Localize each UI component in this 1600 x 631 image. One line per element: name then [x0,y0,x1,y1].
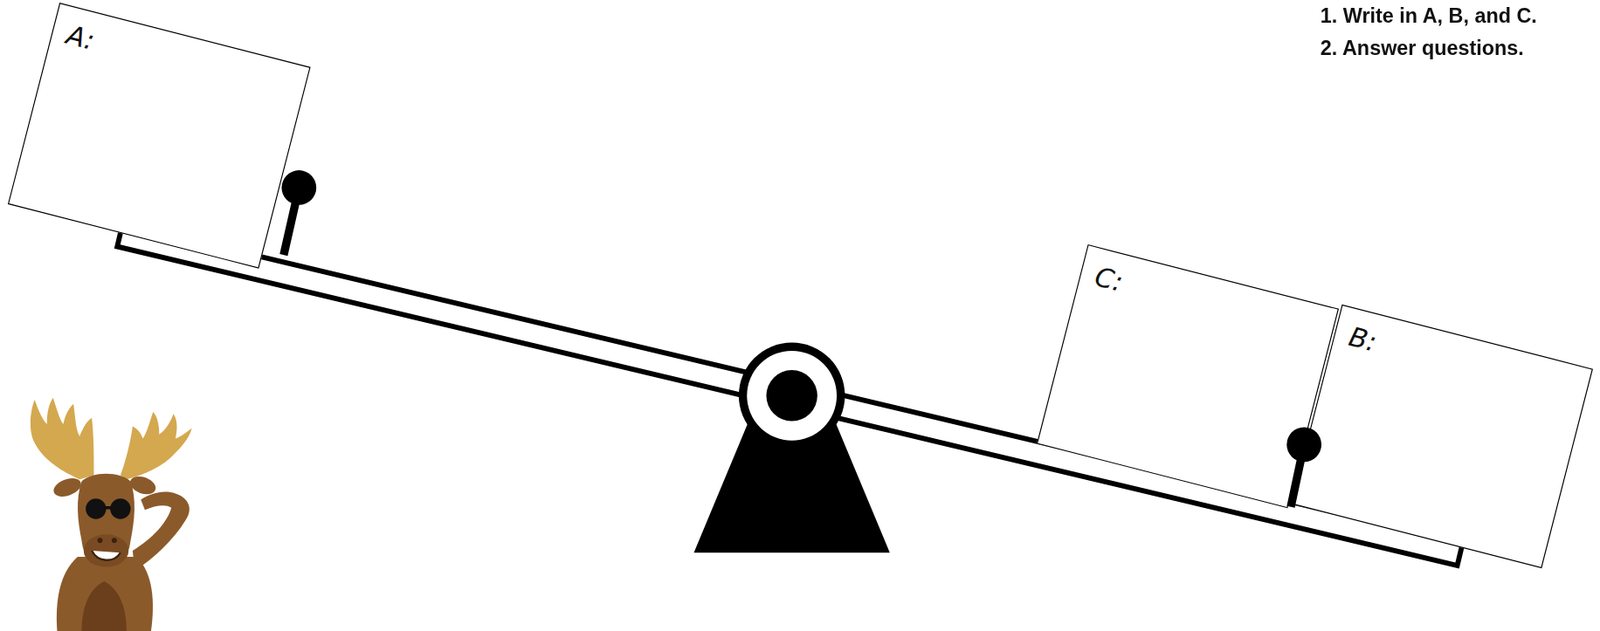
pivot-pin [765,370,817,421]
moose-antler [30,398,95,480]
moose-belly [81,581,126,631]
beam-plank [117,223,1463,566]
pivot-ring [746,351,837,442]
moose-arm [132,492,190,573]
box-letter: A: [63,19,98,56]
box-letter: B: [1345,321,1380,359]
moose-sunglasses [85,498,106,519]
instruction-text: 1. Write in A, B, and C. [1320,4,1538,28]
moose-snout [83,534,129,567]
moose-antler [120,412,193,480]
answer-box: A: [7,2,311,269]
instruction-text: 2. Answer questions. [1320,36,1525,61]
moose-nostril [111,537,118,544]
moose-head [77,474,135,570]
moose-nostril [97,537,104,544]
seesaw-beam [117,223,1463,566]
moose-grin [91,551,121,561]
peg-knob [281,170,317,206]
moose-sunglasses-bridge [103,506,112,511]
moose-mascot [30,398,193,631]
peg-knob [1286,427,1322,463]
pivot-outer [738,343,846,450]
moose-sunglasses [110,498,131,519]
box-letter: C: [1091,261,1126,298]
